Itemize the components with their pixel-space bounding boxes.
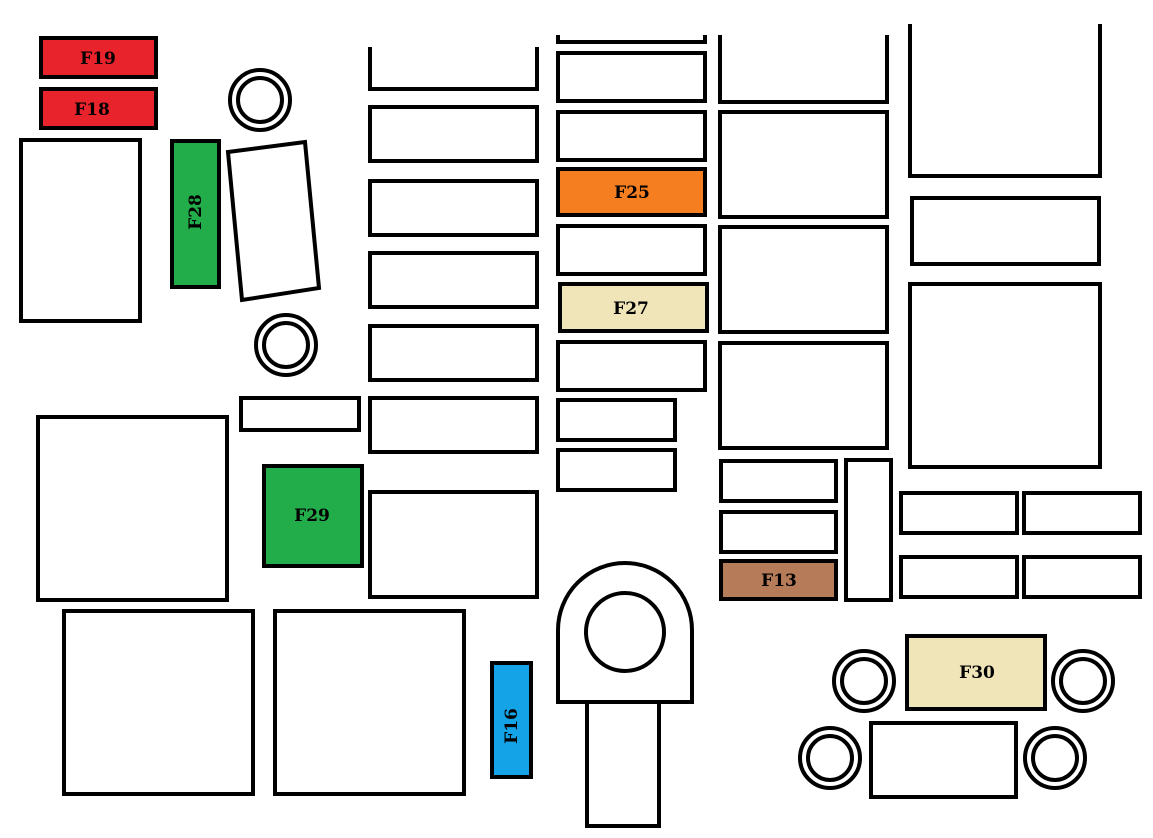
fuse-f19[interactable]: F19 (39, 36, 158, 79)
slot-col5-small-4 (1022, 555, 1142, 599)
slot-col2-2 (368, 179, 539, 237)
fuse-f25-label: F25 (614, 183, 650, 203)
slot-col3-8 (556, 448, 677, 492)
fuse-f30[interactable]: F30 (905, 634, 1047, 711)
relay-col4-2 (718, 225, 889, 334)
slot-col2-3 (368, 251, 539, 309)
slot-left-tall (19, 138, 142, 323)
fuse-f29-label: F29 (294, 506, 330, 526)
relay-bottom-center-left (273, 609, 466, 796)
slot-col4-vertical (844, 458, 893, 602)
slot-col2-4 (368, 324, 539, 382)
relay-col5-top-open (908, 24, 1102, 178)
bolt-top-left (228, 68, 292, 132)
slot-col2-1 (368, 105, 539, 163)
fuse-f28[interactable]: F28 (170, 139, 221, 289)
slot-col5-small-2 (1022, 491, 1142, 535)
slot-small-horizontal (239, 396, 361, 432)
fuse-f16[interactable]: F16 (490, 661, 533, 779)
relay-col5-2 (908, 282, 1102, 469)
slot-col2-5 (368, 396, 539, 454)
relay-bottom-left (62, 609, 255, 796)
relay-col4-1 (718, 110, 889, 219)
relay-col2-bottom (368, 490, 539, 599)
slot-col3-top-open (556, 35, 707, 44)
fuse-f29[interactable]: F29 (262, 464, 364, 568)
fuse-f27-label: F27 (613, 299, 649, 319)
slot-col3-7 (556, 398, 677, 442)
connector-stem (585, 700, 661, 828)
relay-col4-3 (718, 341, 889, 450)
fuse-f30-label: F30 (959, 663, 995, 683)
fuse-f25[interactable]: F25 (556, 167, 707, 217)
tilted-relay (225, 139, 322, 303)
slot-col3-1 (556, 51, 707, 103)
fuse-f28-label: F28 (186, 194, 206, 230)
fuse-f13[interactable]: F13 (719, 559, 838, 601)
slot-col3-4 (556, 224, 707, 276)
slot-col4-small-1 (719, 459, 838, 503)
fuse-f27[interactable]: F27 (558, 282, 709, 333)
fuse-f13-label: F13 (761, 571, 797, 591)
slot-col3-2 (556, 110, 707, 162)
bolt-br-4 (1023, 726, 1087, 790)
slot-col5-small-3 (899, 555, 1019, 599)
fuse-f19-label: F19 (80, 49, 116, 69)
relay-col4-top-open (718, 35, 889, 104)
fuse-f18[interactable]: F18 (39, 87, 158, 130)
bolt-br-1 (832, 649, 896, 713)
slot-col4-small-2 (719, 510, 838, 554)
slot-col5-1 (910, 196, 1101, 266)
relay-bottom-right (869, 721, 1018, 799)
fuse-f18-label: F18 (74, 100, 110, 120)
slot-col3-6 (556, 340, 707, 392)
slot-col2-top-open (368, 47, 539, 91)
relay-left-mid (36, 415, 229, 602)
bolt-br-2 (1051, 649, 1115, 713)
bolt-br-3 (798, 726, 862, 790)
slot-col5-small-1 (899, 491, 1019, 535)
bolt-mid-left (254, 313, 318, 377)
fuse-f16-label: F16 (502, 708, 522, 744)
connector-keyhole-hole (584, 591, 666, 673)
